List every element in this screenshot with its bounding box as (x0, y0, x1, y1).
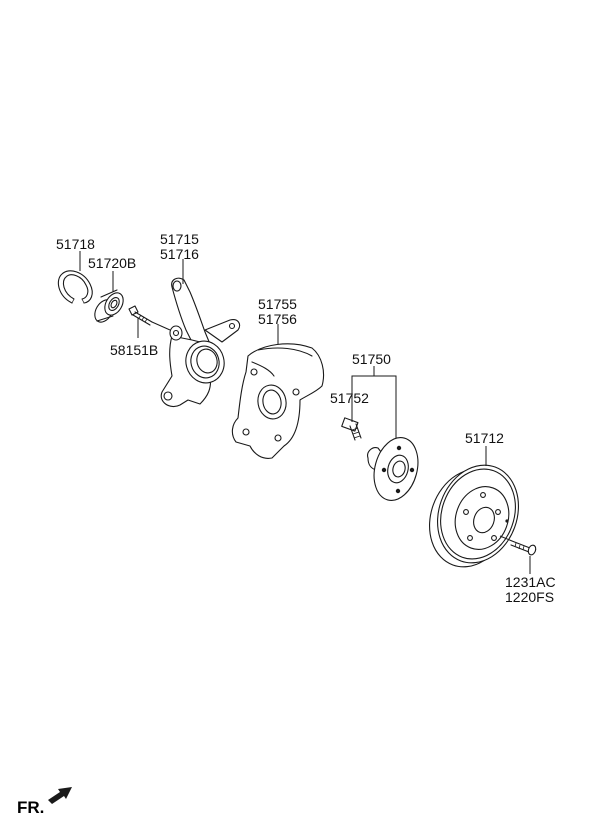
label-dust-cover-rh: 51756 (258, 311, 297, 327)
knuckle-bolt-part (128, 305, 153, 326)
leader-bracket-51750 (351, 375, 397, 438)
label-dust-cover-lh: 51755 (258, 296, 297, 312)
wheel-bearing-part (94, 289, 124, 323)
front-indicator-label: FR. (17, 798, 44, 817)
leader-line-bolt-to-knuckle (151, 321, 171, 331)
label-snap-ring: 51718 (56, 236, 95, 252)
label-knuckle-lh: 51715 (160, 231, 199, 247)
steering-knuckle-part (160, 277, 241, 408)
label-disc-screw-b: 1220FS (505, 589, 554, 605)
label-wheel-bearing: 51720B (88, 255, 136, 271)
label-hub-bolt: 51752 (330, 390, 369, 406)
front-arrow-icon (48, 787, 72, 804)
disc-screw-part (499, 535, 537, 556)
label-knuckle-bolt: 58151B (110, 342, 158, 358)
hub-bolt-part (341, 417, 362, 441)
label-disc-screw-a: 1231AC (505, 574, 556, 590)
label-brake-disc: 51712 (465, 430, 504, 446)
dust-cover-part (231, 343, 325, 459)
front-indicator: FR. (17, 787, 72, 817)
label-knuckle-rh: 51716 (160, 246, 199, 262)
label-hub-assembly: 51750 (352, 351, 391, 367)
snap-ring-part (57, 270, 93, 304)
wheel-hub-part (367, 437, 419, 501)
brake-disc-part (429, 464, 519, 568)
